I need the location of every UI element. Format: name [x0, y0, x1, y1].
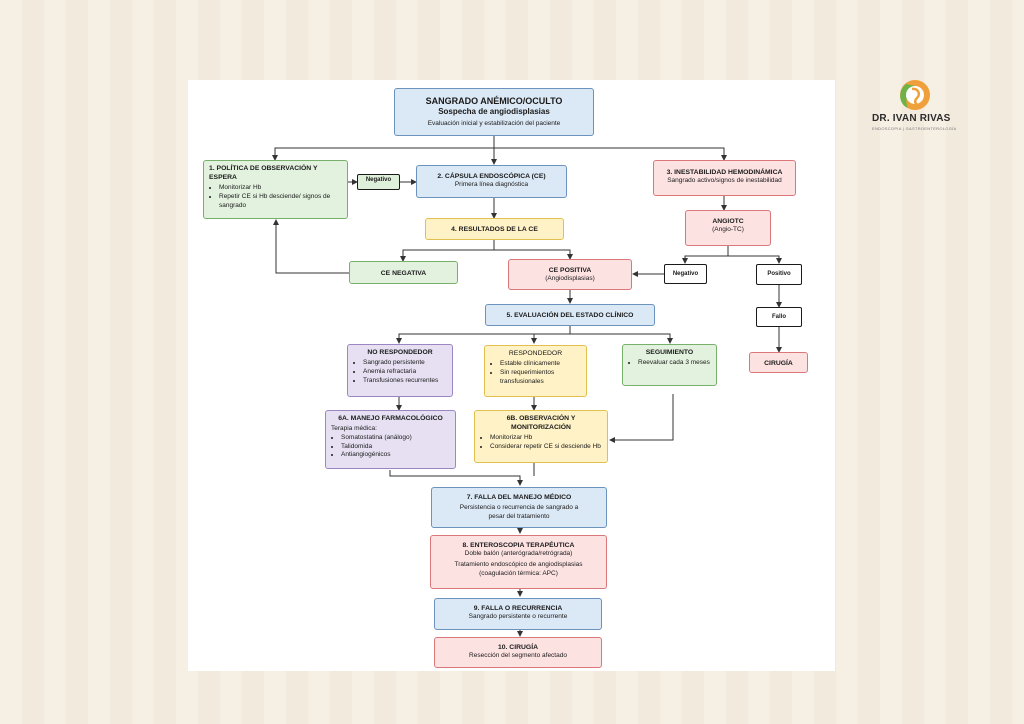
node-6a-item: Talidomida — [341, 443, 450, 452]
node-10-title: 10. CIRUGÍA — [497, 644, 539, 651]
node-ce-negativa-title: CE NEGATIVA — [380, 270, 427, 277]
node-6a-text: Terapia médica: — [331, 425, 377, 433]
edge-ceneg-to-n1 — [273, 219, 349, 274]
node-9: 9. FALLA O RECURRENCIA Sangrado persiste… — [434, 598, 602, 630]
node-10-text: Resección del segmento afectado — [469, 652, 567, 660]
node-1-item: Monitorizar Hb — [219, 184, 342, 193]
brand-tagline: ENDOSCOPIA | GASTROENTEROLOGÍA — [872, 126, 957, 131]
node-2: 2. CÁPSULA ENDOSCÓPICA (CE) Primera líne… — [416, 165, 567, 198]
node-ce-positiva: CE POSITIVA (Angiodisplasias) — [508, 259, 632, 290]
label-negativo-2: Negativo — [664, 264, 707, 284]
edge-angiotc-to-pos — [728, 255, 782, 264]
node-7-title: 7. FALLA DEL MANEJO MÉDICO — [466, 494, 572, 501]
label-negativo-1: Negativo — [357, 174, 400, 190]
node-6b: 6B. OBSERVACIÓN Y MONITORIZACIÓN Monitor… — [474, 410, 608, 463]
node-ce-positiva-title: CE POSITIVA — [548, 267, 592, 274]
label-positivo: Positivo — [756, 264, 802, 285]
edge-n5-to-seg — [570, 333, 673, 344]
node-angiotc-title: ANGIOTC — [712, 218, 744, 225]
edge-angiotc-to-neg2 — [682, 246, 729, 264]
node-7-text: Persistencia o recurrencia de sangrado a… — [459, 504, 579, 520]
node-6a-item: Somatostatina (análogo) — [341, 434, 450, 443]
node-7: 7. FALLA DEL MANEJO MÉDICO Persistencia … — [431, 487, 607, 528]
node-8-text2: Tratamiento endoscópico de angiodisplasi… — [454, 560, 583, 577]
node-angiotc-text: (Angio-TC) — [712, 226, 744, 234]
node-6b-item: Monitorizar Hb — [490, 434, 602, 443]
node-4: 4. RESULTADOS DE LA CE — [425, 218, 564, 240]
node-6b-item: Considerar repetir CE si desciende Hb — [490, 443, 602, 452]
node-6b-title: 6B. OBSERVACIÓN Y MONITORIZACIÓN — [506, 415, 576, 432]
edge-n4-to-ceneg — [400, 240, 495, 262]
label-fallo: Fallo — [756, 307, 802, 327]
node-start-subtitle: Sospecha de angiodisplasias — [438, 107, 550, 117]
node-ce-negativa: CE NEGATIVA — [349, 261, 458, 284]
node-cirugia-title: CIRUGÍA — [764, 360, 793, 367]
edge-start-to-n1 — [272, 136, 495, 161]
edge-seg-to-n6b — [609, 394, 674, 443]
node-5: 5. EVALUACIÓN DEL ESTADO CLÍNICO — [485, 304, 655, 326]
node-6a-title: 6A. MANEJO FARMACOLÓGICO — [338, 415, 443, 422]
node-seguimiento-title: SEGUIMIENTO — [645, 349, 694, 356]
node-1-title: 1. POLÍTICA DE OBSERVACIÓN Y ESPERA — [209, 165, 318, 182]
node-1: 1. POLÍTICA DE OBSERVACIÓN Y ESPERA Moni… — [203, 160, 348, 219]
brand-name: DR. IVAN RIVAS — [872, 113, 951, 124]
node-1-item: Repetir CE si Hb desciende/ signos de sa… — [219, 193, 342, 211]
node-no-respondedor-item: Sangrado persistente — [363, 359, 447, 368]
node-3: 3. INESTABILIDAD HEMODINÁMICA Sangrado a… — [653, 160, 796, 196]
node-10: 10. CIRUGÍA Resección del segmento afect… — [434, 637, 602, 668]
node-8-title: 8. ENTEROSCOPIA TERAPÉUTICA — [462, 542, 575, 549]
node-no-respondedor: NO RESPONDEDOR Sangrado persistente Anem… — [347, 344, 453, 397]
node-start-text: Evaluación inicial y estabilización del … — [427, 119, 561, 127]
node-6a: 6A. MANEJO FARMACOLÓGICO Terapia médica:… — [325, 410, 456, 469]
node-no-respondedor-item: Anemia refractaria — [363, 368, 447, 377]
edge-merge-to-n7 — [389, 470, 523, 486]
node-9-text: Sangrado persistente o recurrente — [468, 613, 568, 621]
node-ce-positiva-text: (Angiodisplasias) — [545, 275, 595, 283]
node-respondedor-item: Estable clínicamente — [500, 360, 581, 369]
node-6a-item: Antiangiogénicos — [341, 451, 450, 460]
node-8: 8. ENTEROSCOPIA TERAPÉUTICA Doble balón … — [430, 535, 607, 589]
node-no-respondedor-title: NO RESPONDEDOR — [367, 349, 433, 356]
node-start: SANGRADO ANÉMICO/OCULTO Sospecha de angi… — [394, 88, 594, 136]
node-seguimiento: SEGUIMIENTO Reevaluar cada 3 meses — [622, 344, 717, 386]
node-5-title: 5. EVALUACIÓN DEL ESTADO CLÍNICO — [506, 312, 634, 319]
node-start-title: SANGRADO ANÉMICO/OCULTO — [425, 96, 563, 106]
node-respondedor-title: RESPONDEDOR — [508, 350, 563, 357]
node-4-title: 4. RESULTADOS DE LA CE — [451, 226, 538, 233]
node-no-respondedor-item: Transfusiones recurrentes — [363, 377, 447, 386]
node-9-title: 9. FALLA O RECURRENCIA — [473, 605, 563, 612]
node-3-text: Sangrado activo/signos de inestabilidad — [667, 177, 782, 185]
node-3-title: 3. INESTABILIDAD HEMODINÁMICA — [666, 169, 783, 176]
node-2-text: Primera línea diagnóstica — [454, 181, 529, 189]
node-cirugia-hemodinamica: CIRUGÍA — [749, 352, 808, 373]
node-seguimiento-item: Reevaluar cada 3 meses — [638, 359, 711, 368]
edge-start-to-n3 — [494, 147, 727, 161]
node-2-title: 2. CÁPSULA ENDOSCÓPICA (CE) — [437, 173, 546, 180]
node-8-text: Doble balón (anterógrada/retrógrada) — [464, 550, 573, 558]
edge-n5-to-resp — [531, 333, 570, 344]
edge-n5-to-noresp — [396, 326, 571, 344]
node-angiotc: ANGIOTC (Angio-TC) — [685, 210, 771, 246]
brand-logo-icon — [900, 80, 930, 110]
node-respondedor: RESPONDEDOR Estable clínicamente Sin req… — [484, 345, 587, 397]
edge-n4-to-cepos — [494, 249, 573, 260]
node-respondedor-item: Sin requerimientos transfusionales — [500, 369, 581, 387]
